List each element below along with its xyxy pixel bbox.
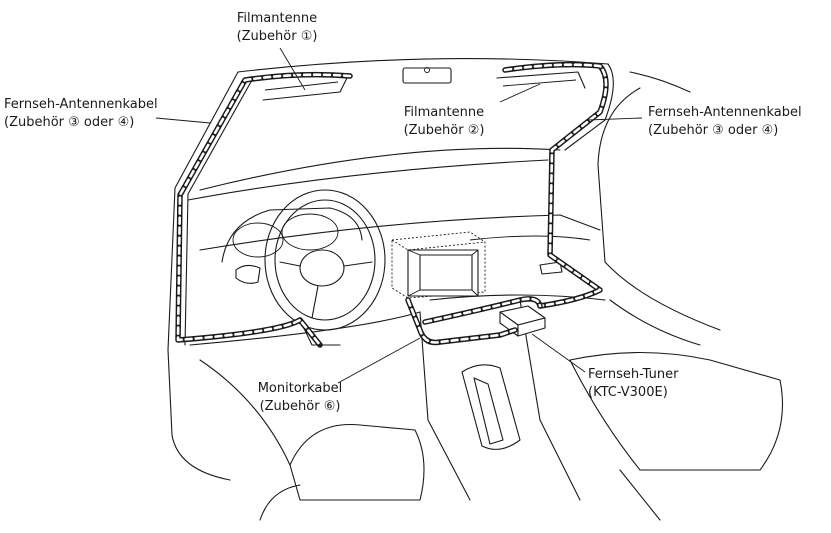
head-unit xyxy=(391,231,486,299)
leader-film-antenna-1 xyxy=(279,47,306,91)
steering-spoke-right xyxy=(343,261,373,267)
right-tv-antenna-cable-dash xyxy=(503,63,608,308)
instrument-cluster xyxy=(221,207,363,263)
left-floor-line xyxy=(199,359,291,466)
steering-wheel xyxy=(264,189,386,346)
right-seat xyxy=(569,351,783,471)
label-tv-cable-left-line1: Fernseh-Antennenkabel xyxy=(4,97,158,112)
leader-tv-tuner xyxy=(531,333,586,373)
leader-tv-cable-left xyxy=(155,117,211,124)
label-tv-cable-left-line2: (Zubehör ③ oder ④) xyxy=(4,115,134,130)
steering-spoke-bottom xyxy=(311,285,319,319)
monitor-cable-dash xyxy=(406,298,517,344)
label-tv-tuner-line2: (KTC-V300E) xyxy=(588,385,668,400)
gear-shift-lever xyxy=(473,377,504,445)
right-tv-antenna-cable xyxy=(502,61,609,309)
gauge-right xyxy=(281,213,339,251)
label-film-antenna-2: Filmantenne (Zubehör ②) xyxy=(404,105,485,138)
film-antenna-2-line xyxy=(502,79,577,87)
left-body-lower xyxy=(171,434,231,481)
steering-wheel-outer xyxy=(264,189,386,331)
tv-tuner-side xyxy=(517,317,546,337)
film-antenna-1-line xyxy=(264,81,339,91)
film-antenna-1-area xyxy=(262,75,349,101)
left-seat xyxy=(289,423,425,501)
leader-tv-cable-right xyxy=(587,117,643,121)
left-a-pillar-outer xyxy=(167,71,239,436)
label-film-antenna-1-line2: (Zubehör ①) xyxy=(237,29,318,44)
label-tv-tuner-line1: Fernseh-Tuner xyxy=(588,367,679,382)
right-floor-line xyxy=(609,299,701,346)
monitor-frame xyxy=(407,249,479,297)
label-tv-cable-right-line1: Fernseh-Antennenkabel xyxy=(648,105,802,120)
cables xyxy=(175,61,609,348)
mirror-mount xyxy=(424,67,430,73)
steering-spoke-left xyxy=(279,261,301,267)
label-tv-cable-right: Fernseh-Antennenkabel (Zubehör ③ oder ④) xyxy=(648,105,802,138)
right-door-lower xyxy=(604,261,721,331)
right-seat-cushion xyxy=(619,469,661,521)
car-outline xyxy=(167,58,783,521)
left-a-pillar-inner xyxy=(184,79,253,346)
label-monitor-cable: Monitorkabel (Zubehör ⑥) xyxy=(258,381,343,414)
label-tv-tuner: Fernseh-Tuner (KTC-V300E) xyxy=(588,367,679,400)
right-door-line xyxy=(597,87,641,263)
leader-monitor-cable xyxy=(337,337,421,384)
glovebox-line xyxy=(469,235,591,241)
film-antenna-2-area xyxy=(496,71,586,89)
under-dash-cable-dash xyxy=(423,297,542,324)
center-console-right xyxy=(519,299,581,501)
right-vent xyxy=(539,261,563,275)
rear-view-mirror xyxy=(402,67,452,84)
steering-wheel-inner xyxy=(274,199,376,321)
label-film-antenna-1-line1: Filmantenne xyxy=(237,11,317,26)
right-roof-line xyxy=(629,71,691,93)
label-film-antenna-1: Filmantenne (Zubehör ①) xyxy=(237,11,318,44)
steering-hub xyxy=(299,249,345,287)
leader-film-antenna-2 xyxy=(499,83,541,103)
monitor-bevel xyxy=(407,249,479,297)
label-monitor-cable-line1: Monitorkabel xyxy=(258,381,343,396)
label-film-antenna-2-line2: (Zubehör ②) xyxy=(404,123,485,138)
left-tv-antenna-cable xyxy=(175,71,353,348)
dashboard-front xyxy=(199,214,601,251)
dashboard-top xyxy=(187,159,549,201)
windshield-top-edge xyxy=(237,58,609,73)
label-film-antenna-2-line1: Filmantenne xyxy=(404,105,484,120)
monitor-screen xyxy=(419,254,473,291)
left-vent xyxy=(235,264,261,284)
head-unit-dotted-edge xyxy=(391,239,486,251)
label-tv-cable-left: Fernseh-Antennenkabel (Zubehör ③ oder ④) xyxy=(4,97,158,130)
label-monitor-cable-line2: (Zubehör ⑥) xyxy=(260,399,341,414)
center-console-left xyxy=(419,311,471,501)
left-seat-cushion xyxy=(259,484,301,521)
gauge-left xyxy=(232,222,284,258)
label-tv-cable-right-line2: (Zubehör ③ oder ④) xyxy=(648,123,778,138)
gear-shift-slot xyxy=(461,364,521,450)
right-a-pillar-outer xyxy=(564,63,614,151)
windshield-bottom-edge xyxy=(199,147,561,191)
leader-lines xyxy=(155,47,643,384)
left-tv-antenna-cable-dash xyxy=(176,73,352,347)
